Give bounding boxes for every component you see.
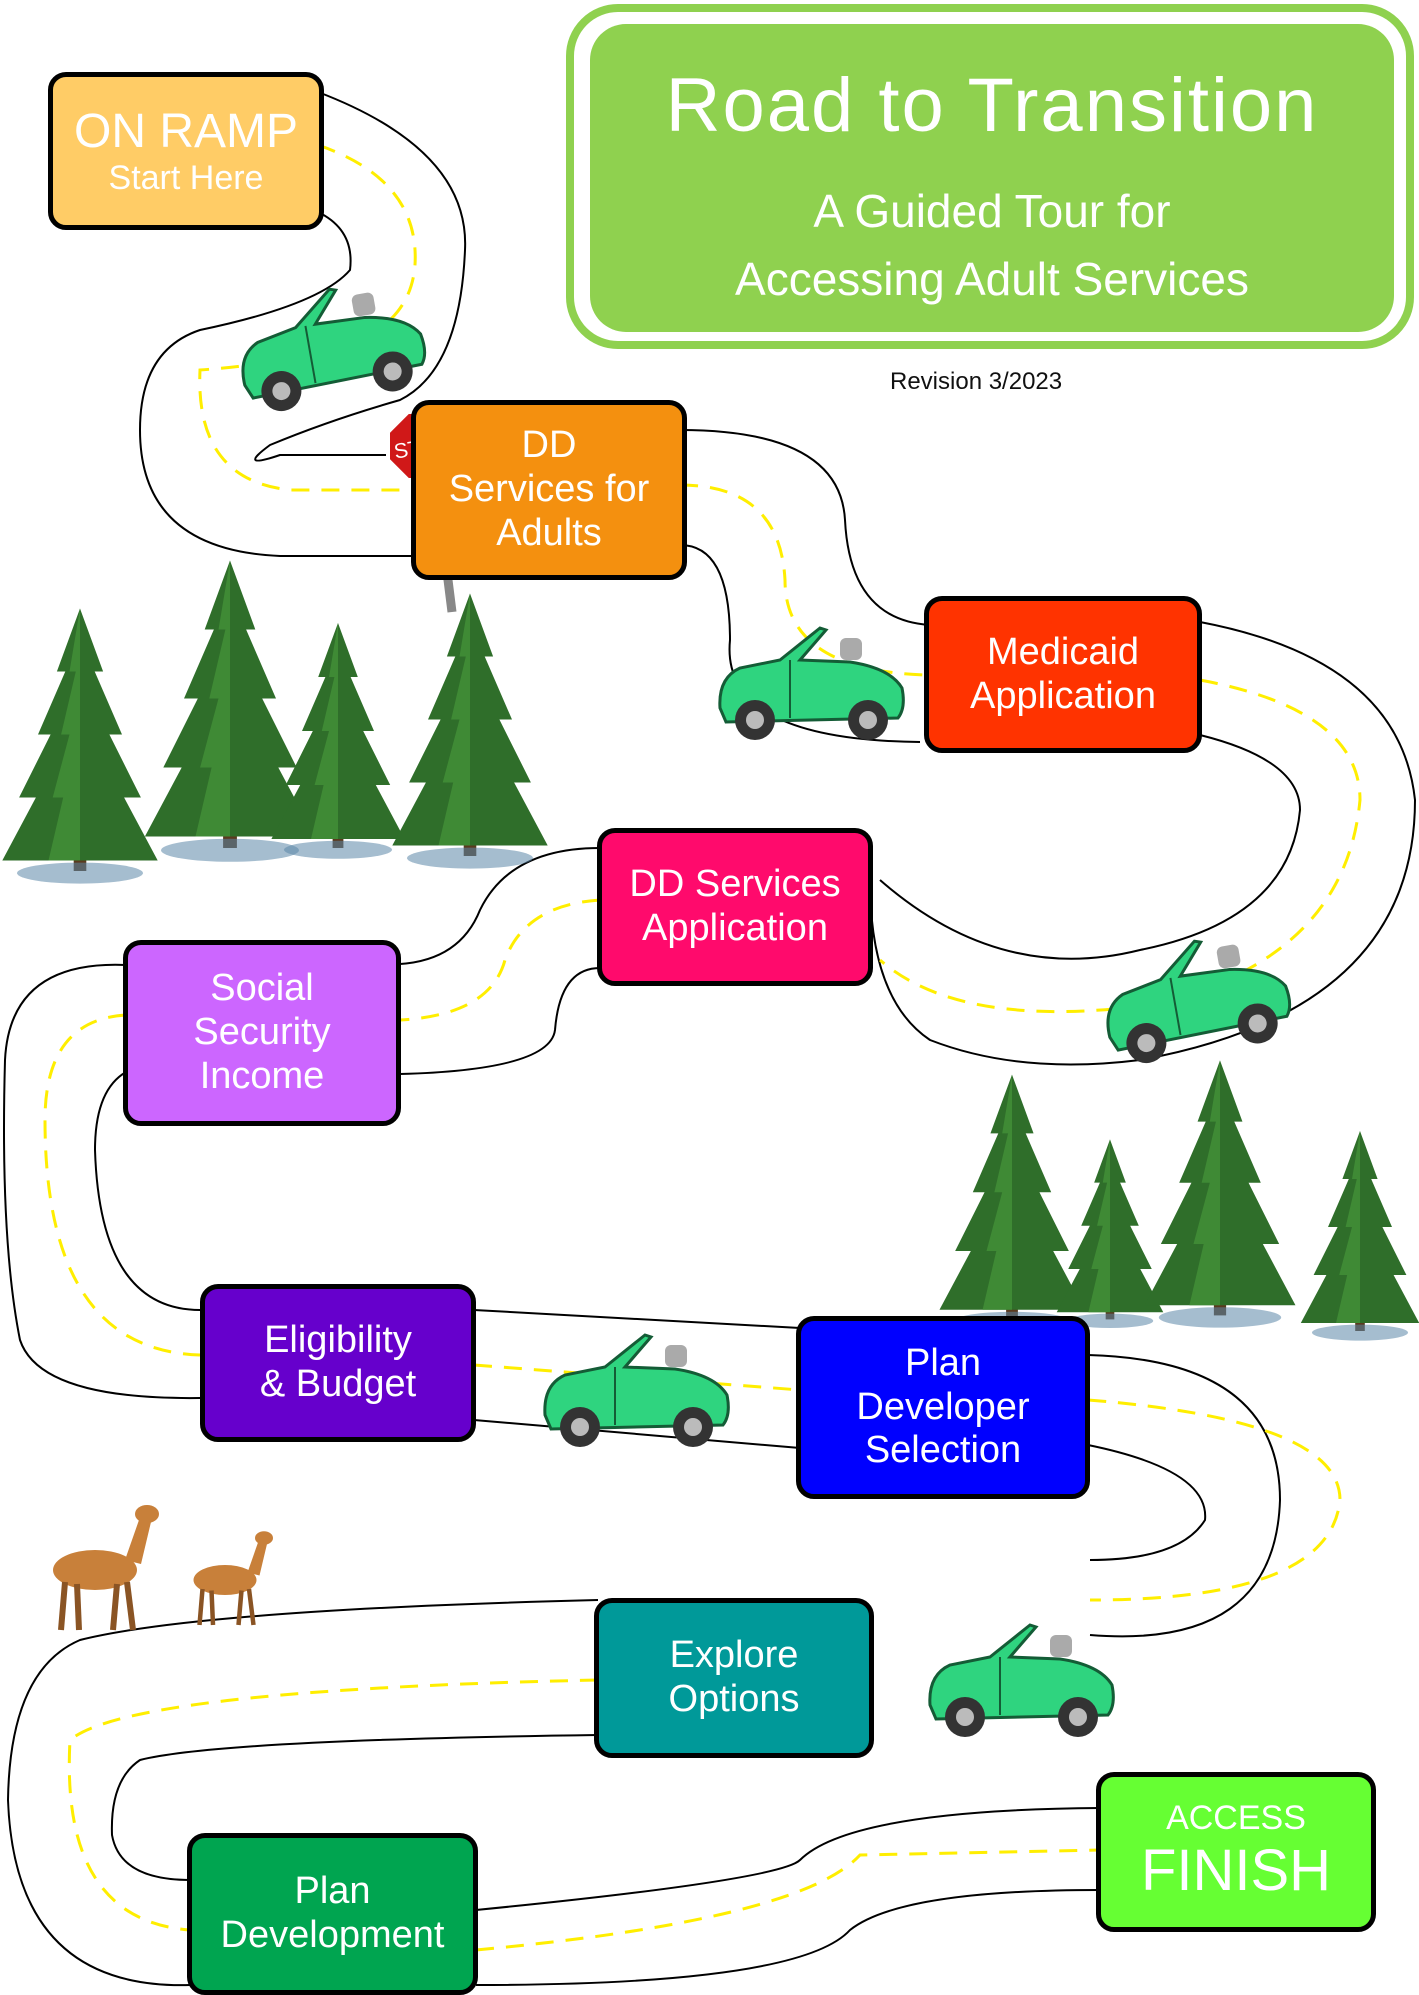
- step-dd-app-line-2: Application: [642, 907, 828, 949]
- car-4: [543, 1333, 730, 1449]
- step-medicaid-line-2: Application: [970, 674, 1156, 717]
- step-access-finish: ACCESS FINISH: [1096, 1772, 1376, 1932]
- step-dd-adults-line-3: Adults: [496, 511, 602, 554]
- car-1: [229, 273, 433, 419]
- car-5: [928, 1623, 1115, 1739]
- step-explore-options: Explore Options: [594, 1598, 874, 1758]
- step-explore-line-2: Options: [668, 1678, 800, 1720]
- revision-label: Revision 3/2023: [890, 368, 1063, 395]
- step-dd-services-application: DD Services Application: [597, 828, 873, 986]
- step-dd-app-line-1: DD Services: [629, 863, 841, 906]
- step-plan-dev-line-2: Development: [220, 1914, 445, 1956]
- step-on-ramp-subtitle: Start Here: [108, 159, 264, 198]
- step-plan-dev-line-1: Plan: [294, 1870, 371, 1913]
- step-plan-dev-sel-line-1: Plan: [904, 1341, 982, 1384]
- step-ssi-line-1: Social: [210, 967, 314, 1010]
- subtitle-line-1: A Guided Tour for: [813, 185, 1171, 237]
- title-sign: Road to Transition A Guided Tour for Acc…: [590, 24, 1394, 332]
- step-medicaid-line-1: Medicaid: [986, 630, 1140, 673]
- step-eligibility-budget: Eligibility & Budget: [200, 1284, 476, 1442]
- step-ssi-line-3: Income: [199, 1054, 325, 1097]
- forest-right: [939, 1060, 1419, 1341]
- step-dd-services-adults: DD Services for Adults: [411, 400, 687, 580]
- page-title: Road to Transition: [665, 63, 1319, 148]
- subtitle-line-2: Accessing Adult Services: [735, 253, 1249, 305]
- step-plan-developer-selection: Plan Developer Selection: [796, 1316, 1090, 1499]
- step-on-ramp-title: ON RAMP: [73, 104, 298, 158]
- forest-upper-left: [2, 560, 548, 884]
- step-finish-line-1: ACCESS: [1166, 1799, 1306, 1838]
- step-social-security-income: Social Security Income: [123, 940, 401, 1126]
- step-plan-dev-sel-line-2: Developer: [856, 1385, 1030, 1428]
- step-dd-adults-line-2: Services for: [448, 468, 650, 511]
- deer-pair: [53, 1505, 273, 1630]
- step-finish-line-2: FINISH: [1140, 1838, 1332, 1904]
- car-2: [718, 626, 905, 742]
- step-eligibility-line-2: & Budget: [259, 1363, 417, 1405]
- page-subtitle: A Guided Tour for Accessing Adult Servic…: [590, 177, 1394, 313]
- step-ssi-line-2: Security: [193, 1011, 331, 1054]
- step-eligibility-line-1: Eligibility: [264, 1319, 412, 1362]
- step-explore-line-1: Explore: [669, 1634, 799, 1677]
- step-medicaid-application: Medicaid Application: [924, 596, 1202, 753]
- step-plan-development: Plan Development: [187, 1833, 478, 1995]
- step-on-ramp: ON RAMP Start Here: [48, 72, 324, 230]
- step-dd-adults-line-1: DD: [521, 424, 577, 467]
- step-plan-dev-sel-line-3: Selection: [864, 1429, 1022, 1472]
